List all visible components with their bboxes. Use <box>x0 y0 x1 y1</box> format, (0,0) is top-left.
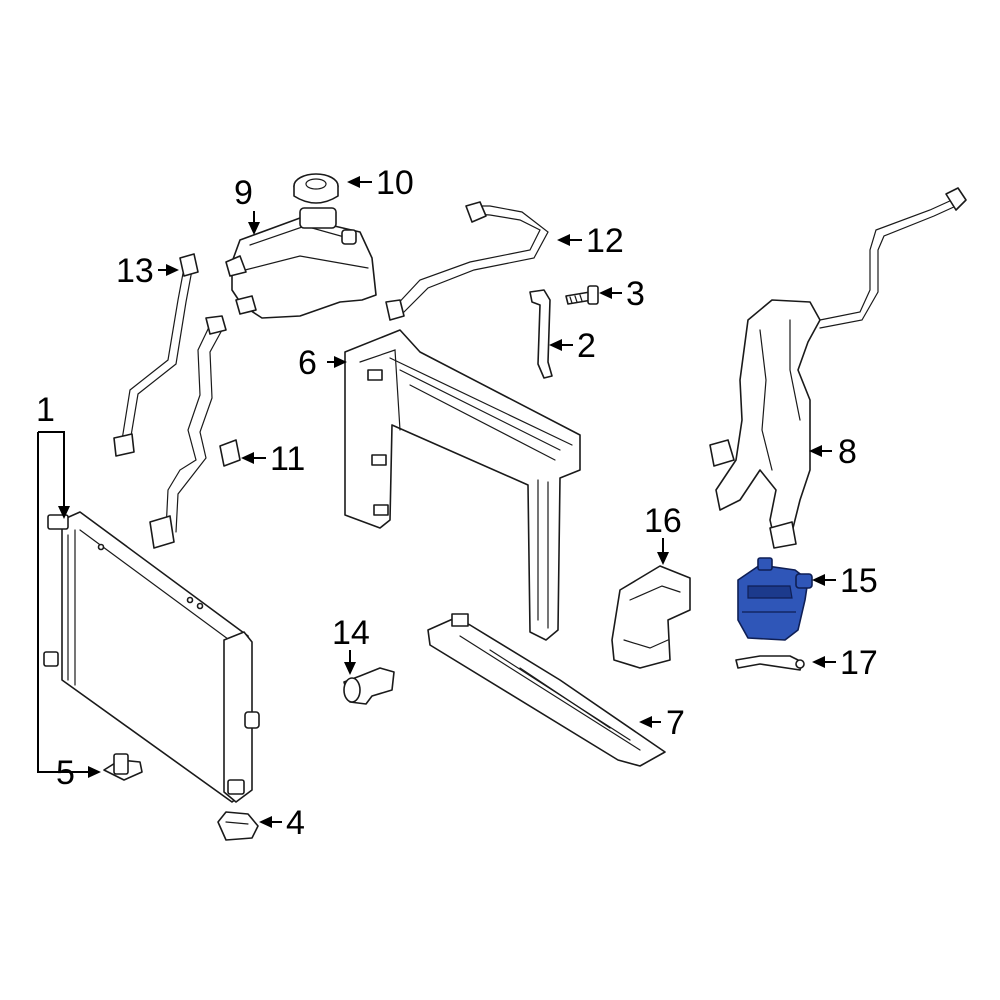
callout-16: 16 <box>644 502 682 540</box>
callout-4: 4 <box>286 804 305 842</box>
callout-5: 5 <box>56 754 75 792</box>
cap-part[interactable] <box>293 173 339 204</box>
radiator-part[interactable] <box>43 511 260 803</box>
callout-14: 14 <box>332 614 370 652</box>
bracket-part[interactable] <box>529 289 553 379</box>
leader-lines <box>37 176 836 828</box>
upper-pipe-part[interactable] <box>385 201 549 321</box>
vent-hose-part[interactable] <box>113 253 199 457</box>
callout-7: 7 <box>666 704 685 742</box>
callout-13: 13 <box>116 252 154 290</box>
callout-9: 9 <box>234 174 253 212</box>
water-pump-part[interactable] <box>737 557 813 641</box>
callout-8: 8 <box>838 433 857 471</box>
coolant-hose-part[interactable] <box>149 315 241 549</box>
sensor-part[interactable] <box>103 753 143 781</box>
hose-clamp-part[interactable] <box>735 655 805 671</box>
support-bracket-part[interactable] <box>611 565 691 669</box>
lower-air-guide-part[interactable] <box>427 613 666 767</box>
callout-6: 6 <box>298 344 317 382</box>
callout-17: 17 <box>840 644 878 682</box>
callout-15: 15 <box>840 562 878 600</box>
mount-pad-part[interactable] <box>217 811 259 841</box>
hose-assembly-part[interactable] <box>709 187 967 549</box>
callout-2: 2 <box>577 327 596 365</box>
radiator-support-part[interactable] <box>344 329 581 641</box>
callout-11: 11 <box>270 440 305 478</box>
callout-1: 1 <box>36 391 55 429</box>
hose-connector-part[interactable] <box>343 667 395 705</box>
callout-10: 10 <box>376 164 414 202</box>
callout-3: 3 <box>626 275 645 313</box>
callout-12: 12 <box>586 222 624 260</box>
expansion-tank-part[interactable] <box>225 207 377 319</box>
bolt-part[interactable] <box>565 285 599 305</box>
